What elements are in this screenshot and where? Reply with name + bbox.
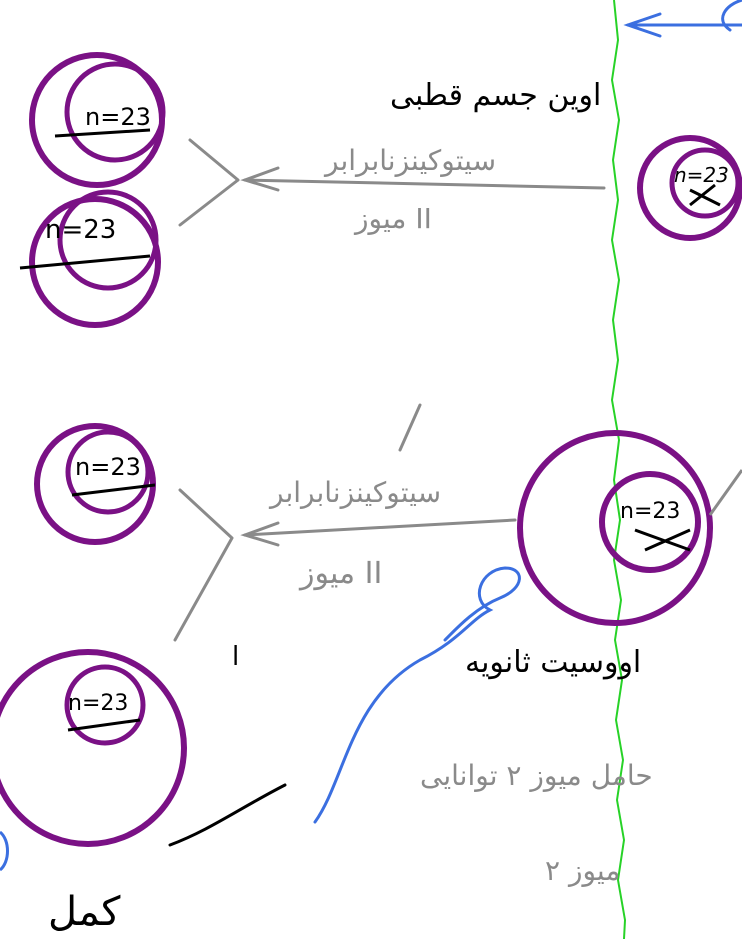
gray-arrow-bottom [173, 403, 517, 642]
cell-top-left-2: n=23 [19, 189, 161, 328]
cell-top-right: n=23 [637, 135, 742, 241]
meiosis-word: میوز ۲ [545, 854, 620, 887]
secondary-oocyte-label: اووسیت ثانویه [465, 645, 641, 680]
complete-label: کمل [48, 889, 121, 935]
meiosis-top-text: میوز II [353, 202, 432, 235]
cell-bottom-left-large: n=23 [0, 649, 187, 847]
cell-label: n=23 [85, 103, 151, 131]
black-curve [168, 783, 287, 847]
cell-label: n=23 [674, 163, 729, 187]
primary-oocyte-label: اوین جسم قطبی [390, 78, 601, 113]
meiosis-bottom-text: میوز II [298, 556, 382, 591]
cell-label: n=23 [75, 453, 141, 481]
mark-one: ا [232, 642, 239, 672]
capable-text: حامل میوز ۲ توانایی [420, 759, 653, 792]
divider-line [610, 0, 627, 939]
gray-pointer-right [708, 469, 742, 516]
gray-arrow-top [178, 138, 606, 227]
blue-edge-scribble [0, 830, 9, 872]
cell-mid-left: n=23 [34, 423, 156, 545]
blue-arrow-top [623, 0, 742, 38]
cell-label: n=23 [45, 215, 116, 245]
arrow-bottom-text: سیتوکینزنابرابر [268, 476, 441, 509]
cell-label: n=23 [68, 691, 128, 716]
cell-bottom-right: n=23 [517, 430, 713, 626]
blue-curve [313, 566, 521, 824]
cell-top-left-1: n=23 [29, 52, 166, 188]
arrow-top-text: سیتوکینزنابرابر [323, 144, 496, 177]
cell-label: n=23 [620, 499, 680, 524]
